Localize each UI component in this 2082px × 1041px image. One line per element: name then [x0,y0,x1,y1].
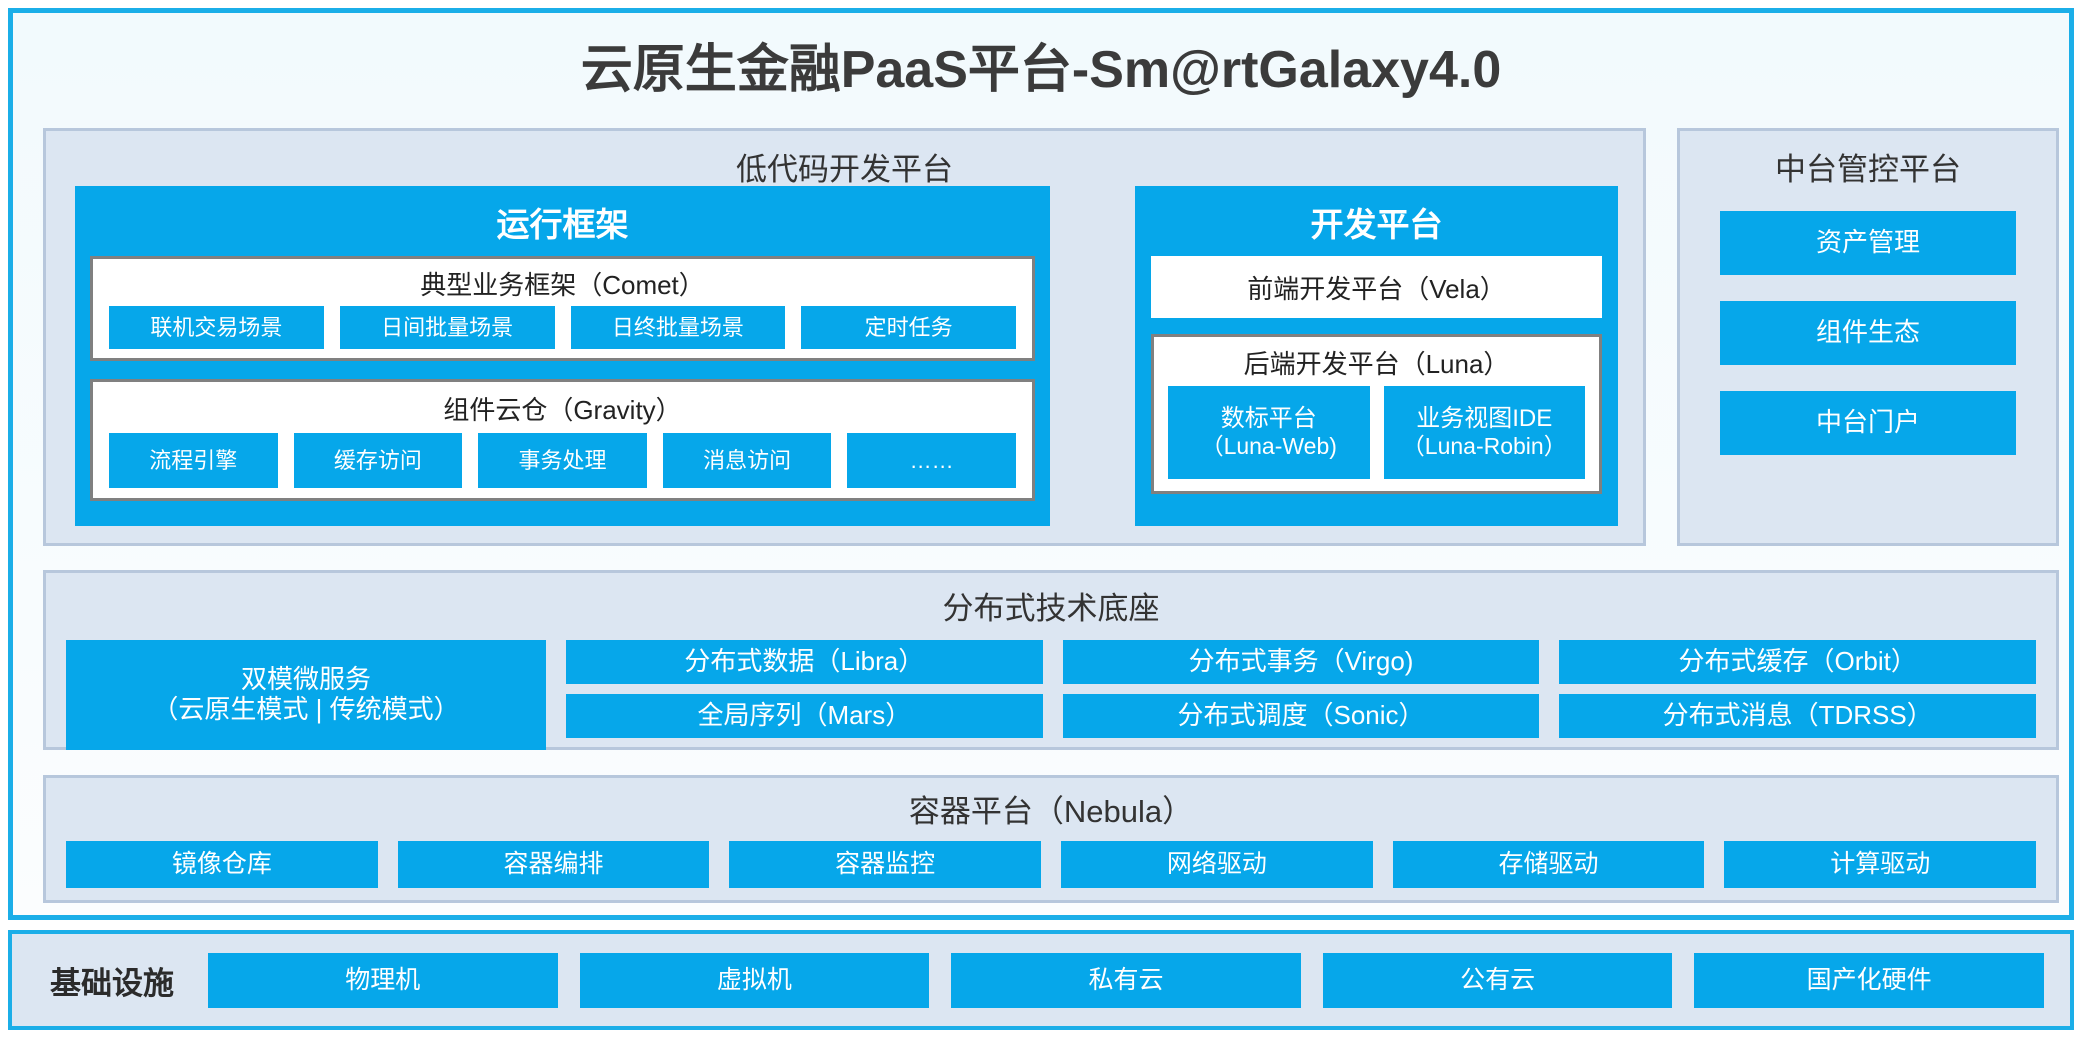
container-platform-title: 容器平台（Nebula） [908,794,1194,829]
lowcode-platform-panel: 低代码开发平台 运行框架 典型业务框架（Comet） 联机交易场景 日间批量场景… [43,128,1646,546]
development-platform-block: 开发平台 前端开发平台（Vela） 后端开发平台（Luna） 数标平台 （Lun… [1135,186,1618,526]
page-title: 云原生金融PaaS平台-Sm@rtGalaxy4.0 [580,41,1502,99]
luna-item-row: 数标平台 （Luna-Web) 业务视图IDE （Luna-Robin） [1154,386,1599,491]
dual-mode-microservice-item[interactable]: 双模微服务 （云原生模式 | 传统模式） [66,640,546,750]
main-frame: 云原生金融PaaS平台-Sm@rtGalaxy4.0 低代码开发平台 运行框架 … [8,8,2074,920]
gravity-item[interactable]: 消息访问 [662,433,832,488]
luna-robin-item[interactable]: 业务视图IDE （Luna-Robin） [1383,386,1585,479]
comet-title: 典型业务框架（Comet） [420,270,705,300]
infrastructure-item[interactable]: 虚拟机 [579,952,930,1008]
container-item[interactable]: 容器编排 [397,841,710,888]
distributed-base-title: 分布式技术底座 [942,591,1160,626]
distributed-column: 分布式数据（Libra） 全局序列（Mars） [566,640,1043,738]
container-item[interactable]: 容器监控 [729,841,1042,888]
comet-item[interactable]: 日终批量场景 [570,306,786,349]
luna-web-sublabel: （Luna-Web) [1200,433,1337,460]
comet-item[interactable]: 定时任务 [801,306,1016,349]
infrastructure-label: 基础设施 [50,965,174,1001]
gravity-panel: 组件云仓（Gravity） 流程引擎 缓存访问 事务处理 消息访问 …… [90,379,1035,501]
luna-backend-panel: 后端开发平台（Luna） 数标平台 （Luna-Web) 业务视图IDE （Lu… [1151,334,1602,494]
runtime-framework-title: 运行框架 [496,206,629,243]
distributed-column: 分布式缓存（Orbit） 分布式消息（TDRSS） [1559,640,2037,738]
container-item[interactable]: 网络驱动 [1061,841,1373,888]
infrastructure-strip: 基础设施 物理机 虚拟机 私有云 公有云 国产化硬件 [8,930,2074,1030]
runtime-framework-block: 运行框架 典型业务框架（Comet） 联机交易场景 日间批量场景 日终批量场景 … [75,186,1050,526]
distributed-item[interactable]: 分布式事务（Virgo) [1062,640,1540,684]
distributed-base-body: 双模微服务 （云原生模式 | 传统模式） 分布式数据（Libra） 全局序列（M… [46,628,2056,750]
distributed-item[interactable]: 全局序列（Mars） [566,694,1043,738]
container-item-row: 镜像仓库 容器编排 容器监控 网络驱动 存储驱动 计算驱动 [46,831,2056,888]
infrastructure-item[interactable]: 国产化硬件 [1694,952,2044,1008]
midoffice-item-list: 资产管理 组件生态 中台门户 [1680,189,2056,455]
gravity-title: 组件云仓（Gravity） [443,395,682,425]
lowcode-platform-title: 低代码开发平台 [736,152,953,187]
infrastructure-item[interactable]: 物理机 [208,952,558,1008]
container-platform-panel: 容器平台（Nebula） 镜像仓库 容器编排 容器监控 网络驱动 存储驱动 计算… [43,775,2059,903]
luna-robin-label: 业务视图IDE [1416,405,1553,433]
container-item[interactable]: 计算驱动 [1724,841,2037,888]
dual-mode-microservice-sublabel: （云原生模式 | 传统模式） [152,694,460,724]
midoffice-item[interactable]: 组件生态 [1720,301,2016,365]
midoffice-item[interactable]: 中台门户 [1720,391,2016,455]
development-platform-title: 开发平台 [1310,206,1443,243]
comet-item[interactable]: 联机交易场景 [109,306,324,349]
container-item[interactable]: 镜像仓库 [66,841,378,888]
gravity-item[interactable]: 事务处理 [478,433,647,488]
dual-mode-microservice-label: 双模微服务 [240,664,371,695]
distributed-item[interactable]: 分布式缓存（Orbit） [1559,640,2037,684]
comet-panel: 典型业务框架（Comet） 联机交易场景 日间批量场景 日终批量场景 定时任务 [90,256,1035,361]
luna-title: 后端开发平台（Luna） [1243,349,1510,379]
gravity-item[interactable]: 流程引擎 [109,433,278,488]
gravity-item[interactable]: 缓存访问 [293,433,463,488]
comet-item[interactable]: 日间批量场景 [339,306,555,349]
luna-web-label: 数标平台 [1220,405,1317,433]
midoffice-item[interactable]: 资产管理 [1720,211,2016,275]
midoffice-platform-title: 中台管控平台 [1775,152,1961,187]
distributed-item[interactable]: 分布式消息（TDRSS） [1559,694,2037,738]
distributed-base-panel: 分布式技术底座 双模微服务 （云原生模式 | 传统模式） 分布式数据（Libra… [43,570,2059,750]
infrastructure-item[interactable]: 私有云 [951,952,1301,1008]
midoffice-platform-panel: 中台管控平台 资产管理 组件生态 中台门户 [1677,128,2059,546]
infrastructure-item[interactable]: 公有云 [1322,952,1673,1008]
comet-item-row: 联机交易场景 日间批量场景 日终批量场景 定时任务 [93,306,1032,359]
luna-web-item[interactable]: 数标平台 （Luna-Web) [1168,386,1370,479]
container-item[interactable]: 存储驱动 [1392,841,1705,888]
vela-frontend-platform[interactable]: 前端开发平台（Vela） [1151,256,1602,318]
gravity-item-ellipsis[interactable]: …… [847,433,1016,488]
distributed-column: 分布式事务（Virgo) 分布式调度（Sonic） [1062,640,1540,738]
distributed-item[interactable]: 分布式调度（Sonic） [1062,694,1540,738]
gravity-item-row: 流程引擎 缓存访问 事务处理 消息访问 …… [93,433,1032,498]
luna-robin-sublabel: （Luna-Robin） [1401,433,1567,460]
distributed-item[interactable]: 分布式数据（Libra） [566,640,1043,684]
